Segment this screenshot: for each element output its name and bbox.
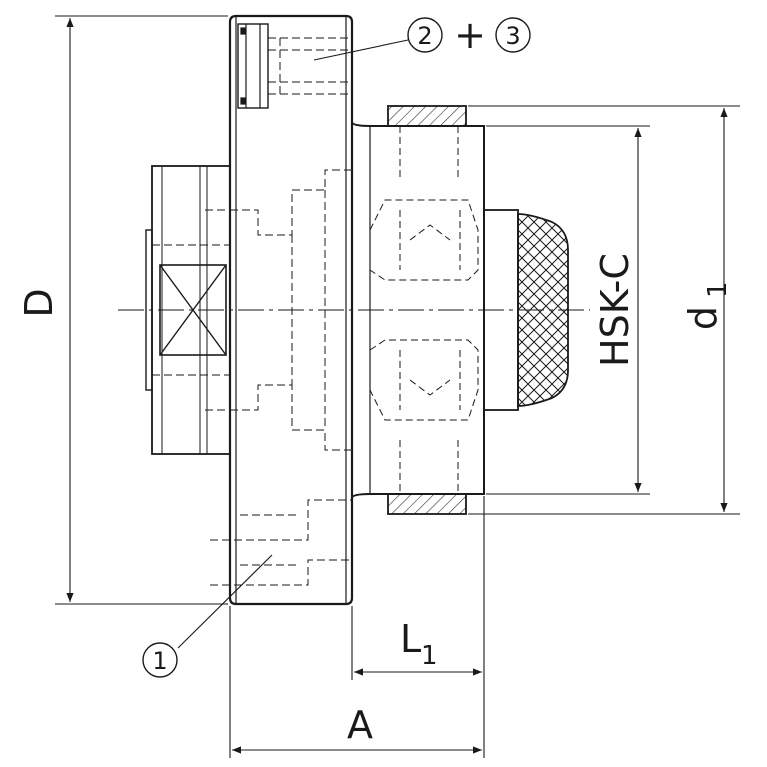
- hidden-contour: [210, 169, 352, 586]
- label-hsk: HSK-C: [593, 253, 637, 367]
- callout-2: 2: [417, 22, 432, 50]
- flange-body: [228, 14, 354, 606]
- label-A: A: [347, 703, 373, 747]
- dimension-lines: [66, 18, 728, 754]
- label-d1-main: d: [681, 306, 725, 330]
- label-L1-sub: 1: [421, 641, 438, 671]
- leader-lines: [177, 39, 409, 649]
- knurled-nut: [483, 209, 569, 411]
- callout-1-text: 1: [152, 647, 167, 675]
- label-L1-main: L: [400, 617, 421, 661]
- shank-hidden: [369, 126, 479, 494]
- label-D: D: [17, 288, 61, 317]
- callout-plus: +: [454, 13, 486, 57]
- callout-2-plus-3: 2 + 3: [407, 13, 531, 57]
- label-L1: L 1: [400, 617, 438, 671]
- top-screw: [237, 23, 352, 109]
- callout-3: 3: [505, 22, 520, 50]
- callout-1: 1: [142, 642, 178, 678]
- label-d1-sub: 1: [703, 281, 733, 298]
- extension-lines: [55, 15, 740, 758]
- label-d1: d 1: [681, 281, 733, 330]
